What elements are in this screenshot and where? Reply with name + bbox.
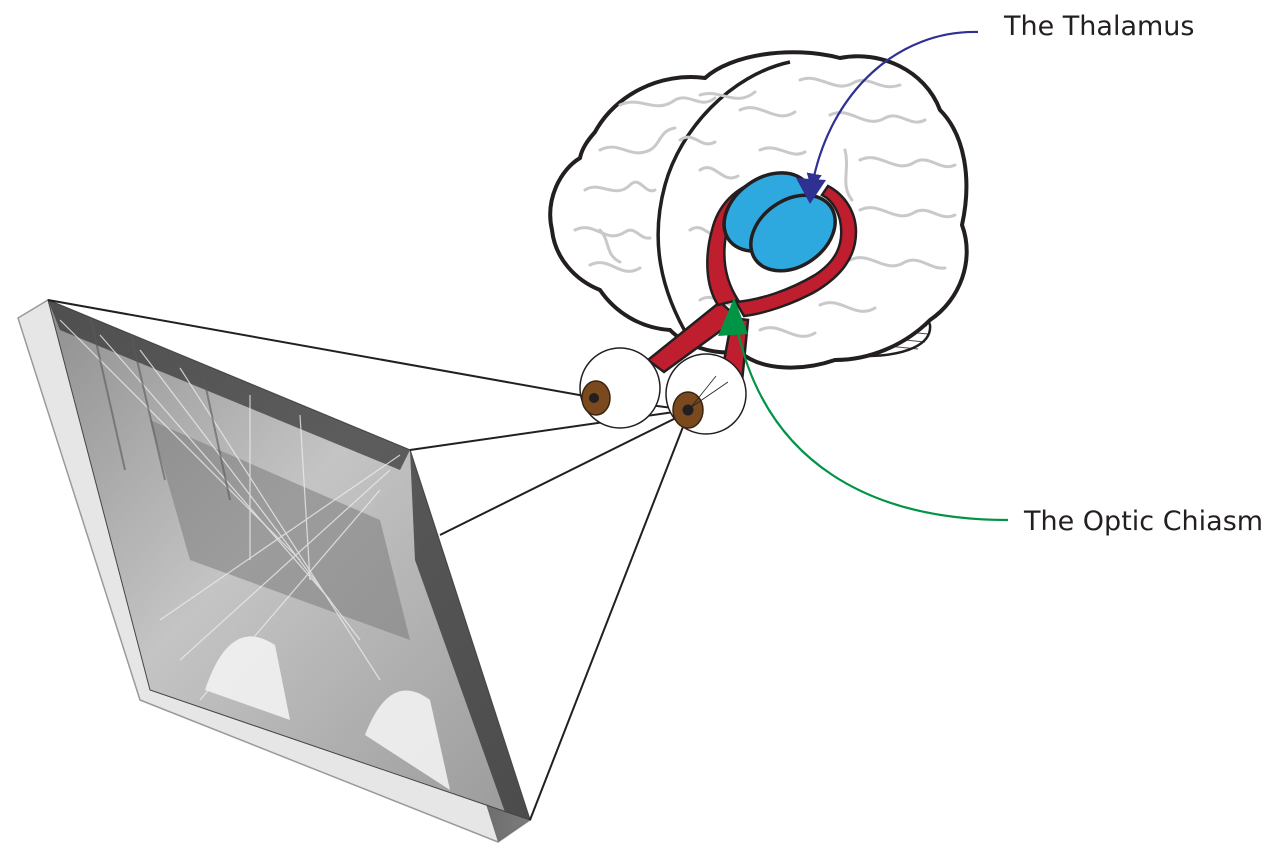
optic-chiasm-arrow: [728, 308, 1009, 522]
eye-right: [665, 353, 747, 435]
thalamus-arrow: [806, 30, 979, 190]
brain-icon: [548, 50, 969, 384]
thalamus-lobe-front: [749, 193, 837, 273]
thalamus-arrowhead: [796, 178, 826, 204]
hemisphere-divider: [656, 60, 791, 341]
projection-line-right: [439, 411, 689, 536]
projection-line-bottom: [529, 413, 689, 821]
thalamus: [722, 171, 837, 273]
optic-tract-right: [733, 184, 858, 318]
eye-left: [579, 347, 661, 429]
optic-chiasm-label: The Optic Chiasm: [1024, 506, 1264, 537]
scene-photo-panel: [17, 299, 531, 843]
eyeball-pair-icon: [579, 347, 747, 435]
optic-chiasm-arrowhead: [718, 298, 748, 336]
projection-line-top-left: [47, 299, 597, 399]
thalamus-label: The Thalamus: [1004, 11, 1195, 42]
